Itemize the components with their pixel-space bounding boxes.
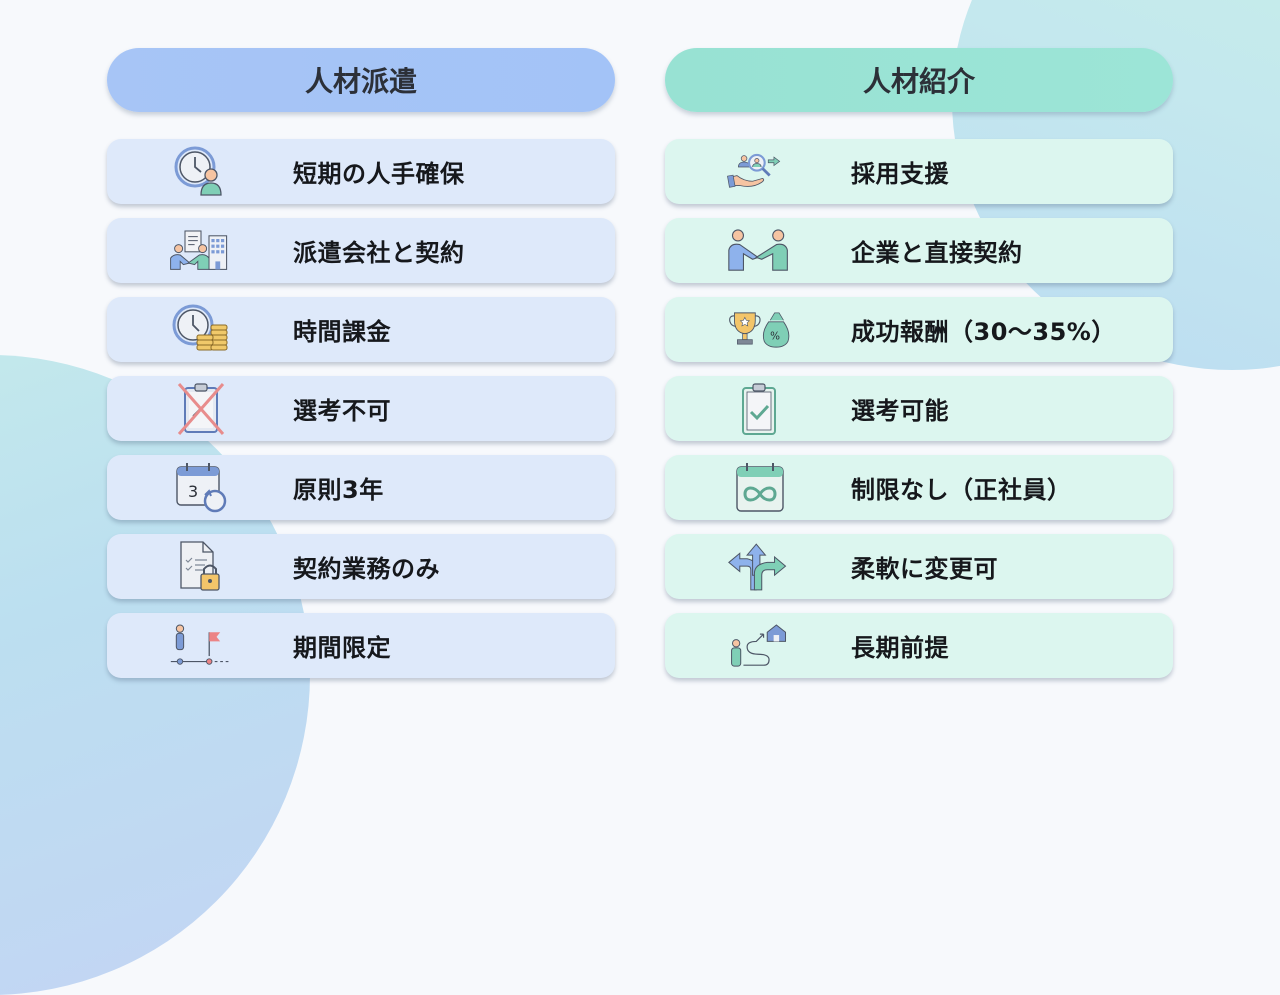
list-item: 企業と直接契約 [665,218,1173,283]
item-label: 短期の人手確保 [293,160,465,188]
calendar-3-renew-icon: 3 [169,461,233,515]
item-label: 時間課金 [293,318,391,346]
item-label: 採用支援 [851,160,949,188]
column-shoukai: 人材紹介 採用支援 企業と直接契約 % 成功報酬（30〜35%） 選考可能 [665,48,1173,692]
item-label: 企業と直接契約 [851,239,1023,267]
clipboard-check-icon [727,382,791,436]
list-item: 派遣会社と契約 [107,218,615,283]
list-item: 短期の人手確保 [107,139,615,204]
list-item: 柔軟に変更可 [665,534,1173,599]
person-path-home-icon [727,619,791,673]
column-header-shoukai: 人材紹介 [665,48,1173,112]
item-label: 選考可能 [851,397,949,425]
handshake-icon [727,224,791,278]
column-title: 人材派遣 [304,65,417,98]
person-flag-timeline-icon [169,619,233,673]
item-label: 柔軟に変更可 [851,555,998,583]
list-item: 時間課金 [107,297,615,362]
list-item: 長期前提 [665,613,1173,678]
item-label: 長期前提 [851,634,949,662]
list-item: 選考不可 [107,376,615,441]
item-label: 原則3年 [293,476,384,504]
clipboard-crossed-icon [169,382,233,436]
item-label: 成功報酬（30〜35%） [851,318,1116,346]
column-header-haken: 人材派遣 [107,48,615,112]
hand-search-person-icon [727,145,791,199]
branching-arrows-icon [727,540,791,594]
item-label: 契約業務のみ [293,555,440,583]
item-label: 制限なし（正社員） [851,476,1072,504]
list-item: 採用支援 [665,139,1173,204]
item-label: 選考不可 [293,397,391,425]
calendar-infinity-icon [727,461,791,515]
clock-coins-icon [169,303,233,357]
column-title: 人材紹介 [862,65,975,98]
handshake-building-icon [169,224,233,278]
list-item: 制限なし（正社員） [665,455,1173,520]
clock-person-icon [169,145,233,199]
list-item: % 成功報酬（30〜35%） [665,297,1173,362]
svg-text:3: 3 [188,482,198,501]
list-item: 選考可能 [665,376,1173,441]
list-item: 契約業務のみ [107,534,615,599]
svg-text:%: % [770,331,780,343]
column-haken: 人材派遣 短期の人手確保 派遣会社と契約 時間課金 選考不可 [107,48,615,692]
document-lock-icon [169,540,233,594]
list-item: 期間限定 [107,613,615,678]
trophy-moneybag-icon: % [727,303,791,357]
list-item: 3 原則3年 [107,455,615,520]
item-label: 期間限定 [293,634,391,662]
item-label: 派遣会社と契約 [293,239,465,267]
